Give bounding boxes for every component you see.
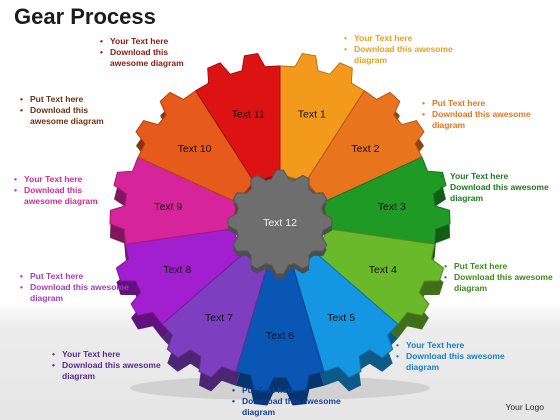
note-list: Your Text hereDownload this awesome diag… bbox=[52, 349, 162, 382]
segment-label: Text 8 bbox=[163, 264, 191, 276]
segment-8 bbox=[115, 228, 245, 325]
note-lower-left: Put Text hereDownload this awesome diagr… bbox=[20, 271, 130, 304]
segment-label: Text 9 bbox=[154, 201, 182, 213]
segment-4 bbox=[315, 228, 445, 325]
segment-7 bbox=[161, 252, 268, 379]
note-top-left: Your Text hereDownload this awesome diag… bbox=[100, 36, 205, 69]
segment-label: Text 11 bbox=[232, 109, 265, 121]
note-bottom-right: Your Text hereDownload this awesome diag… bbox=[396, 340, 506, 373]
note-right: Your Text hereDownload this awesome diag… bbox=[440, 171, 550, 204]
note-list: Put Text hereDownload this awesome diagr… bbox=[422, 98, 532, 131]
note-bottom-center: Put Text hereDownload this awesome diagr… bbox=[232, 385, 342, 418]
note-list: Your Text hereDownload this awesome diag… bbox=[440, 171, 550, 204]
note-list: Put Text hereDownload this awesome diagr… bbox=[444, 261, 554, 294]
center-gear-label: Text 12 bbox=[263, 217, 297, 229]
note-list: Put Text hereDownload this awesome diagr… bbox=[232, 385, 342, 418]
note-list: Your Text hereDownload this awesome diag… bbox=[100, 36, 205, 69]
segment-2 bbox=[305, 90, 425, 203]
note-line: Download this awesome diagram bbox=[444, 272, 554, 294]
note-line: Download this awesome diagram bbox=[440, 182, 550, 204]
center-gear-face bbox=[227, 169, 333, 275]
segment-label: Text 7 bbox=[205, 312, 233, 324]
note-line: Download this awesome diagram bbox=[20, 282, 130, 304]
segment-label: Text 10 bbox=[178, 143, 212, 155]
logo-text: Your Logo bbox=[505, 402, 544, 412]
segment-label: Text 6 bbox=[266, 330, 294, 342]
note-line: Download this awesome diagram bbox=[232, 396, 342, 418]
note-line: Put Text here bbox=[422, 98, 532, 109]
note-line: Your Text here bbox=[440, 171, 550, 182]
segment-6 bbox=[235, 267, 325, 393]
note-lower-right: Put Text hereDownload this awesome diagr… bbox=[444, 261, 554, 294]
note-list: Put Text hereDownload this awesome diagr… bbox=[20, 94, 125, 127]
segment-3 bbox=[323, 156, 451, 245]
segment-5 bbox=[292, 252, 399, 379]
segment-10 bbox=[135, 90, 255, 203]
note-top-right: Your Text hereDownload this awesome diag… bbox=[344, 33, 454, 66]
note-line: Put Text here bbox=[232, 385, 342, 396]
segment-11 bbox=[195, 52, 281, 183]
segment-label: Text 4 bbox=[369, 264, 397, 276]
note-line: Put Text here bbox=[20, 94, 125, 105]
note-list: Your Text hereDownload this awesome diag… bbox=[344, 33, 454, 66]
note-line: Download this awesome diagram bbox=[100, 47, 205, 69]
note-line: Your Text here bbox=[396, 340, 506, 351]
note-line: Download this awesome diagram bbox=[422, 109, 532, 131]
note-upper-left: Put Text hereDownload this awesome diagr… bbox=[20, 94, 125, 127]
note-list: Your Text hereDownload this awesome diag… bbox=[14, 174, 119, 207]
page-title: Gear Process bbox=[14, 4, 156, 29]
note-line: Download this awesome diagram bbox=[14, 185, 119, 207]
segment-label: Text 1 bbox=[298, 109, 326, 121]
segment-9 bbox=[109, 156, 237, 245]
note-line: Your Text here bbox=[344, 33, 454, 44]
note-left: Your Text hereDownload this awesome diag… bbox=[14, 174, 119, 207]
center-gear: Text 12 bbox=[227, 169, 333, 279]
segment-label: Text 2 bbox=[351, 143, 379, 155]
note-list: Put Text hereDownload this awesome diagr… bbox=[20, 271, 130, 304]
note-bottom-left: Your Text hereDownload this awesome diag… bbox=[52, 349, 162, 382]
note-line: Download this awesome diagram bbox=[52, 360, 162, 382]
note-upper-right: Put Text hereDownload this awesome diagr… bbox=[422, 98, 532, 131]
segment-label: Text 5 bbox=[327, 312, 355, 324]
note-list: Your Text hereDownload this awesome diag… bbox=[396, 340, 506, 373]
note-line: Your Text here bbox=[52, 349, 162, 360]
note-line: Put Text here bbox=[444, 261, 554, 272]
note-line: Put Text here bbox=[20, 271, 130, 282]
segment-1 bbox=[279, 52, 365, 183]
note-line: Your Text here bbox=[100, 36, 205, 47]
segment-label: Text 3 bbox=[378, 201, 406, 213]
note-line: Your Text here bbox=[14, 174, 119, 185]
note-line: Download this awesome diagram bbox=[20, 105, 125, 127]
note-line: Download this awesome diagram bbox=[396, 351, 506, 373]
note-line: Download this awesome diagram bbox=[344, 44, 454, 66]
